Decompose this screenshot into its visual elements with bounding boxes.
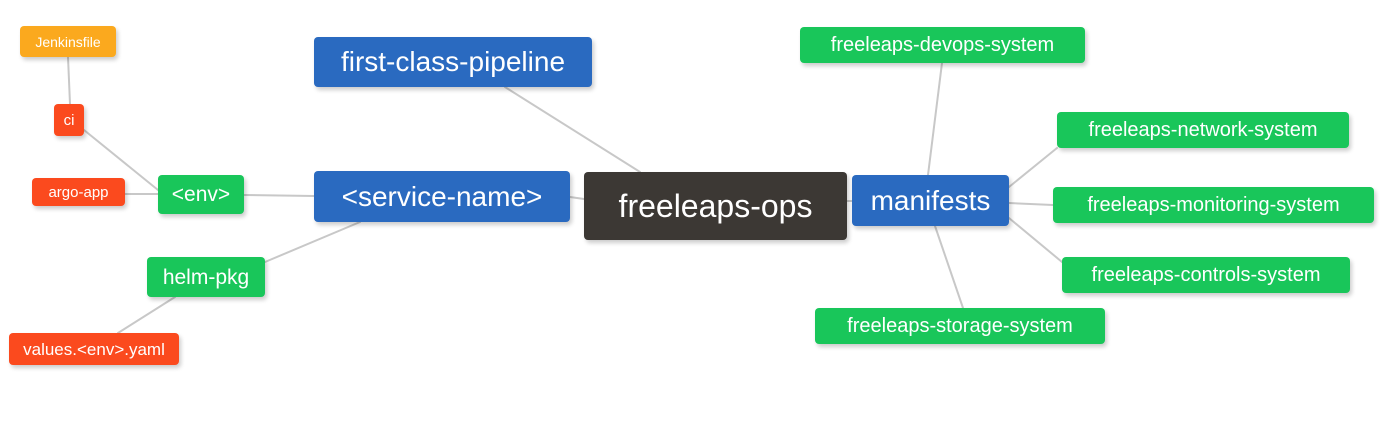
node-label-helm-pkg: helm-pkg: [162, 265, 250, 289]
node-jenkinsfile[interactable]: Jenkinsfile: [20, 26, 116, 57]
node-values-yaml[interactable]: values.<env>.yaml: [9, 333, 179, 365]
node-freeleaps-storage-system[interactable]: freeleaps-storage-system: [815, 308, 1105, 344]
edge-manifests-to-freeleaps-devops-system: [927, 62, 943, 176]
edge-manifests-to-freeleaps-storage-system: [934, 225, 964, 309]
node-freeleaps-controls-system[interactable]: freeleaps-controls-system: [1062, 257, 1350, 293]
node-label-first-class-pipeline: first-class-pipeline: [340, 46, 566, 77]
node-label-freeleaps-devops-system: freeleaps-devops-system: [830, 34, 1055, 56]
node-freeleaps-devops-system[interactable]: freeleaps-devops-system: [800, 27, 1085, 63]
node-argo-app[interactable]: argo-app: [32, 178, 125, 206]
edge-helm-pkg-to-values-yaml: [117, 296, 176, 334]
node-label-env: <env>: [171, 183, 231, 206]
node-label-freeleaps-storage-system: freeleaps-storage-system: [847, 315, 1073, 337]
node-label-argo-app: argo-app: [48, 183, 109, 201]
node-label-jenkinsfile: Jenkinsfile: [35, 33, 101, 50]
node-freeleaps-monitoring-system[interactable]: freeleaps-monitoring-system: [1053, 187, 1374, 223]
edge-first-class-pipeline-to-freeleaps-ops: [504, 86, 641, 173]
node-freeleaps-network-system[interactable]: freeleaps-network-system: [1057, 112, 1349, 148]
node-label-manifests: manifests: [870, 184, 991, 216]
edge-service-name-to-helm-pkg: [264, 221, 361, 263]
node-ci[interactable]: ci: [54, 104, 84, 136]
node-label-ci: ci: [63, 111, 75, 129]
edge-env-to-service-name: [243, 194, 315, 197]
edge-manifests-to-freeleaps-controls-system: [1008, 217, 1063, 263]
node-first-class-pipeline[interactable]: first-class-pipeline: [314, 37, 592, 87]
edge-service-name-to-freeleaps-ops: [569, 196, 585, 200]
node-manifests[interactable]: manifests: [852, 175, 1009, 226]
edge-jenkinsfile-to-ci: [67, 56, 71, 105]
edge-manifests-to-freeleaps-network-system: [1008, 147, 1058, 188]
node-label-freeleaps-controls-system: freeleaps-controls-system: [1091, 264, 1321, 286]
node-label-freeleaps-monitoring-system: freeleaps-monitoring-system: [1087, 194, 1340, 216]
node-label-freeleaps-network-system: freeleaps-network-system: [1088, 119, 1318, 141]
node-helm-pkg[interactable]: helm-pkg: [147, 257, 265, 297]
node-label-service-name: <service-name>: [341, 180, 543, 212]
node-freeleaps-ops[interactable]: freeleaps-ops: [584, 172, 847, 240]
node-env[interactable]: <env>: [158, 175, 244, 214]
node-service-name[interactable]: <service-name>: [314, 171, 570, 222]
node-label-values-yaml: values.<env>.yaml: [23, 339, 165, 359]
node-label-freeleaps-ops: freeleaps-ops: [618, 188, 813, 224]
edge-manifests-to-freeleaps-monitoring-system: [1008, 202, 1054, 206]
